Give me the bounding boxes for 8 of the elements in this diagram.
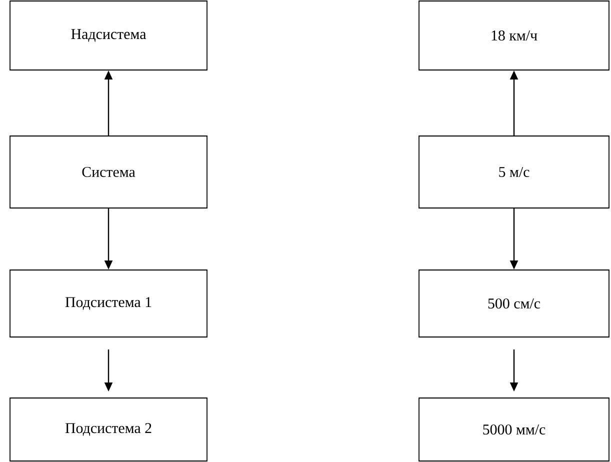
text-box: Подсистема 1 (10, 270, 208, 338)
text-box: 18 км/ч (418, 0, 610, 70)
text-box: Подсистема 2 (10, 398, 208, 462)
text-box: Система (10, 136, 208, 208)
text-box: 5000 мм/с (418, 398, 610, 462)
text-box: Надсистема (10, 0, 208, 70)
text-box: 5 м/с (418, 136, 610, 208)
text-box: 500 см/с (418, 270, 610, 338)
